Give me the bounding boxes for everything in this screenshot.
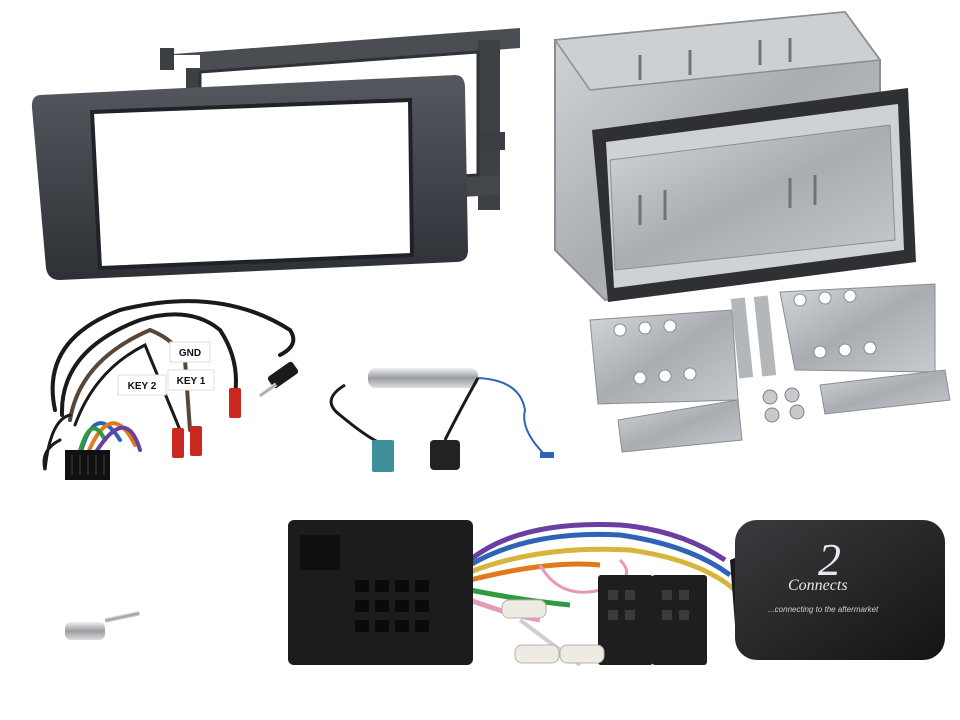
brand-tagline: ...connecting to the aftermarket [768, 605, 879, 614]
wire-tag-key1: KEY 1 [167, 369, 215, 391]
din-antenna-plug [65, 610, 140, 640]
wire-tag-gnd-label: GND [179, 348, 201, 359]
audio-jack-plug [258, 361, 299, 398]
brand-numeral: 2 [818, 534, 841, 585]
spade-terminals [501, 599, 605, 664]
wire-tag-key2: KEY 2 [117, 374, 167, 396]
iso-connector-small [65, 450, 110, 480]
double-din-cage [553, 10, 916, 302]
front-fascia-panel [31, 75, 469, 280]
fixing-brackets [589, 283, 951, 453]
steering-wiring-harness [42, 299, 296, 471]
fixing-screws [762, 387, 805, 423]
steering-interface-box: 2 Connects ...connecting to the aftermar… [730, 520, 945, 660]
iso-connectors [598, 575, 707, 665]
wire-tag-gnd: GND [169, 341, 211, 363]
antenna-adapter [329, 368, 554, 472]
quadlock-connector [288, 520, 473, 665]
red-pin-connectors [172, 388, 241, 458]
wire-tag-key1-label: KEY 1 [177, 376, 206, 387]
wire-tag-key2-label: KEY 2 [128, 381, 157, 392]
brand-name: Connects [788, 577, 848, 594]
